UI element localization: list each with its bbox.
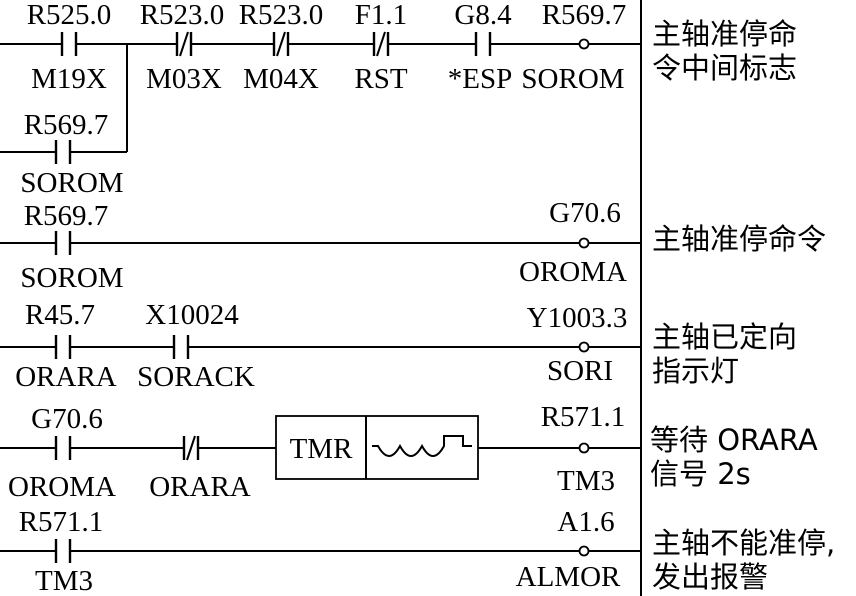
contact-symbol: OROMA — [8, 471, 116, 503]
rung-1: R525.0 M19X R523.0 M03X R523.0 M04X F1.1 — [0, 0, 797, 199]
contact-symbol: M03X — [146, 63, 222, 95]
contact-address: R569.7 — [24, 200, 109, 232]
comment-line: 主轴准停命令 — [652, 222, 826, 256]
coil-symbol: OROMA — [519, 256, 627, 288]
comment-line: 主轴不能准停, — [652, 526, 835, 560]
contact-symbol: ORARA — [149, 471, 251, 503]
contact-symbol: SORACK — [137, 361, 255, 393]
timer-block: TMR — [275, 415, 479, 480]
rung-comment: 等待 ORARA 信号 2s — [650, 423, 818, 491]
contact-symbol: SOROM — [20, 262, 123, 294]
rung-2: R569.7 SOROM G70.6 OROMA 主轴准停命令 — [0, 197, 826, 294]
contact-symbol: *ESP — [448, 63, 512, 95]
contact-symbol: SOROM — [20, 167, 123, 199]
coil-address: A1.6 — [557, 506, 614, 538]
contact-address: F1.1 — [355, 0, 407, 31]
contact-r523-0-m04x: R523.0 M04X — [239, 0, 324, 95]
comment-line: 等待 ORARA — [650, 423, 818, 457]
contact-symbol: TM3 — [35, 565, 93, 596]
rung-comment: 主轴已定向 指示灯 — [652, 320, 797, 388]
contact-symbol: M04X — [243, 63, 319, 95]
timer-label: TMR — [290, 433, 354, 465]
contact-r525-0: R525.0 M19X — [27, 0, 112, 95]
timer-delay-icon — [372, 435, 472, 457]
rung-4: G70.6 OROMA ORARA TMR R571.1 TM3 等待 ORAR… — [0, 401, 818, 503]
comment-line: 主轴准停命 — [652, 17, 797, 51]
contact-address: R571.1 — [19, 506, 104, 538]
contact-g70-6: G70.6 OROMA — [8, 403, 116, 503]
contact-orara-nc: ORARA — [149, 434, 251, 503]
contact-address: R525.0 — [27, 0, 112, 31]
contact-f1-1: F1.1 RST — [354, 0, 407, 95]
contact-address: R523.0 — [239, 0, 324, 31]
coil-a1-6: A1.6 ALMOR — [516, 506, 621, 593]
coil-symbol: SORI — [547, 355, 613, 387]
contact-r571-1: R571.1 TM3 — [19, 506, 104, 596]
coil-symbol: ALMOR — [516, 561, 621, 593]
coil-address: G70.6 — [549, 197, 621, 229]
contact-symbol: ORARA — [15, 361, 117, 393]
comment-line: 信号 2s — [650, 457, 751, 491]
coil-r571-1: R571.1 TM3 — [541, 401, 626, 497]
contact-r45-7: R45.7 ORARA — [15, 299, 117, 393]
rung-comment: 主轴准停命令 — [652, 222, 826, 256]
coil-address: R569.7 — [542, 0, 627, 31]
coil-g70-6: G70.6 OROMA — [519, 197, 627, 288]
contact-address: G8.4 — [454, 0, 512, 31]
timer-box — [275, 415, 479, 480]
branch-r569-7: R569.7 SOROM — [0, 44, 128, 199]
contact-address: R569.7 — [24, 109, 109, 141]
coil-address: Y1003.3 — [527, 302, 628, 334]
comment-line: 主轴已定向 — [652, 320, 797, 354]
contact-address: G70.6 — [31, 403, 103, 435]
rung-5: R571.1 TM3 A1.6 ALMOR 主轴不能准停, 发出报警 — [0, 506, 835, 596]
rung-comment: 主轴准停命 令中间标志 — [652, 17, 797, 85]
comment-line: 指示灯 — [652, 354, 739, 388]
contact-address: R45.7 — [25, 299, 95, 331]
contact-x10024: X10024 SORACK — [137, 299, 255, 393]
contact-address: R523.0 — [140, 0, 225, 31]
comment-line: 令中间标志 — [652, 51, 797, 85]
coil-y1003-3: Y1003.3 SORI — [527, 302, 628, 387]
contact-address: X10024 — [145, 299, 239, 331]
coil-r569-7: R569.7 SOROM — [521, 0, 626, 95]
contact-g8-4: G8.4 *ESP — [448, 0, 512, 95]
comment-line: 发出报警 — [652, 560, 768, 594]
rung-3: R45.7 ORARA X10024 SORACK Y1003.3 SORI 主… — [0, 299, 797, 393]
contact-r523-0-m03x: R523.0 M03X — [140, 0, 225, 95]
coil-symbol: TM3 — [557, 465, 615, 497]
contact-r569-7: R569.7 SOROM — [20, 200, 123, 294]
contact-symbol: RST — [354, 63, 407, 95]
rung-comment: 主轴不能准停, 发出报警 — [652, 526, 835, 594]
coil-symbol: SOROM — [521, 63, 624, 95]
coil-address: R571.1 — [541, 401, 626, 433]
contact-symbol: M19X — [31, 63, 107, 95]
